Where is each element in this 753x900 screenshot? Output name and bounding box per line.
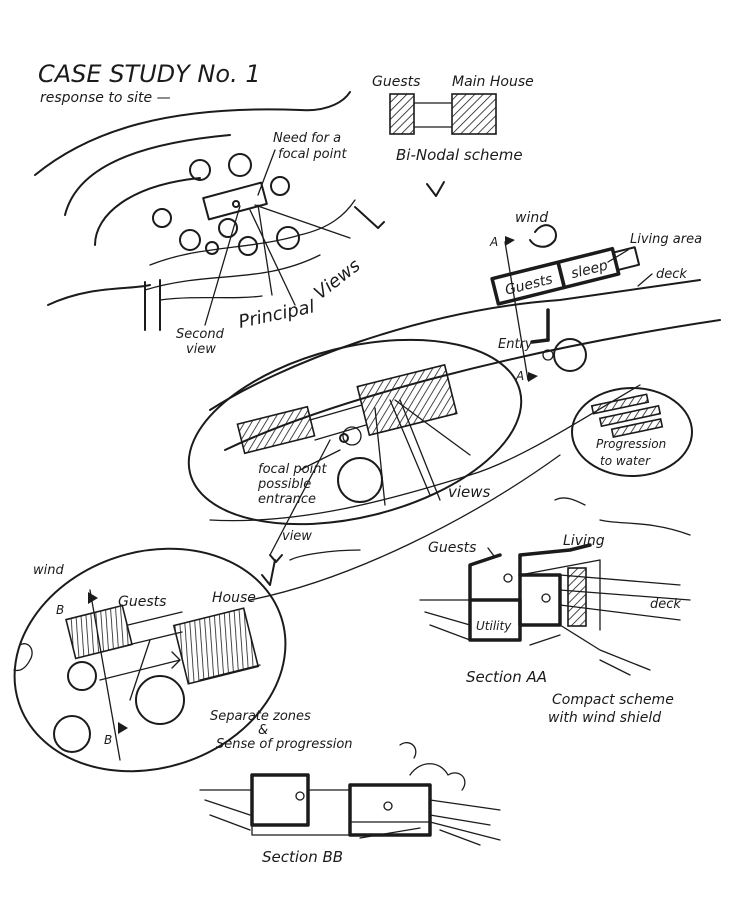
- section-aa-guests: Guests: [428, 540, 476, 556]
- focal-note-line2: focal point: [278, 147, 347, 162]
- progression-diagram: Progression to water: [571, 387, 693, 477]
- plan-right: Guests sleep A A wind Living area deck E…: [209, 210, 721, 451]
- plan-wind-label: wind: [515, 210, 548, 226]
- oval-view-label: view: [282, 529, 312, 544]
- section-aa-caption: Section AA: [466, 668, 547, 686]
- oval-left-house: House: [212, 590, 256, 606]
- oval-left-note2: &: [258, 723, 268, 738]
- plan-deck-label: deck: [656, 267, 687, 282]
- plan-living-area-label: Living area: [630, 232, 702, 247]
- oval-views-label: views: [448, 483, 491, 501]
- section-aa-note2: with wind shield: [548, 710, 661, 726]
- progression-line1: Progression: [596, 437, 666, 451]
- plan-a-bottom: A: [515, 369, 524, 383]
- sheet-subtitle: response to site —: [40, 90, 171, 106]
- section-aa-living: Living: [563, 533, 605, 549]
- section-bb: Section BB: [199, 742, 501, 866]
- section-aa-utility: Utility: [476, 619, 512, 633]
- section-aa-note1: Compact scheme: [552, 692, 674, 708]
- oval-main: focal point possible entrance views view: [187, 338, 641, 601]
- site-plan: Need for a focal point Principal Views S…: [34, 91, 385, 357]
- principal-views-label: Principal: [237, 296, 317, 333]
- oval-left-wind: wind: [33, 563, 64, 578]
- sheet-title: CASE STUDY No. 1: [38, 60, 261, 88]
- second-view-line1: Second: [176, 327, 225, 342]
- oval-main-house-block: [356, 363, 458, 437]
- binodal-guests-label: Guests: [372, 74, 420, 90]
- oval-focal-line1: focal point: [258, 462, 327, 477]
- section-aa-deck: deck: [650, 597, 681, 612]
- section-aa: Guests Living Utility deck Section AA Co…: [419, 497, 691, 726]
- oval-focal-line2: possible: [257, 477, 311, 492]
- oval-focal-line3: entrance: [258, 492, 316, 507]
- oval-left-guests-block: [65, 604, 133, 660]
- focal-note-line1: Need for a: [273, 131, 341, 146]
- oval-left-b-top: B: [56, 603, 64, 617]
- binodal-main-house-block: [451, 93, 497, 135]
- oval-left-house-block: [172, 607, 260, 685]
- oval-left: wind Guests House B B Separate zones & S…: [13, 547, 353, 773]
- section-bb-caption: Section BB: [262, 848, 343, 866]
- binodal-main-house-label: Main House: [452, 74, 534, 90]
- views-label: Views: [310, 255, 364, 304]
- binodal-guests-block: [389, 93, 415, 135]
- binodal-caption: Bi-Nodal scheme: [396, 146, 523, 164]
- binodal-diagram: Guests Main House Bi-Nodal scheme: [372, 74, 534, 197]
- oval-left-guests: Guests: [118, 594, 166, 610]
- oval-main-guests-block: [236, 405, 316, 455]
- oval-left-note3: Sense of progression: [216, 737, 353, 752]
- plan-a-top: A: [489, 235, 498, 249]
- plan-entry-label: Entry: [498, 337, 533, 352]
- progression-line2: to water: [600, 454, 651, 468]
- second-view-line2: view: [186, 342, 216, 357]
- oval-left-note1: Separate zones: [210, 709, 311, 724]
- binodal-down-chevron-icon: [426, 181, 445, 197]
- oval-left-b-bottom: B: [104, 733, 112, 747]
